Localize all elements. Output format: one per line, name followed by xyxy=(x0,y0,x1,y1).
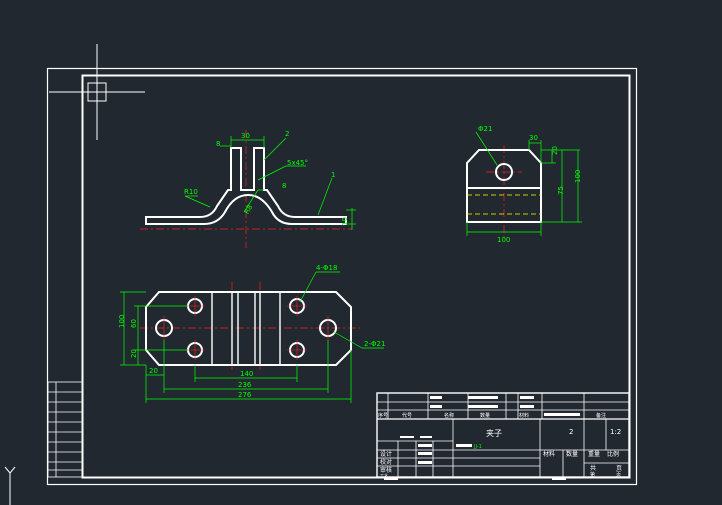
front-top-width-dim: 30 xyxy=(241,132,250,140)
label-seq: 序号 xyxy=(378,412,388,419)
front-view: 30 8 2 5x45° 8 R10 R8 1 10 xyxy=(140,130,356,248)
label-sheet-unit: 页 xyxy=(616,465,622,472)
plan-height-total-dim: 100 xyxy=(118,315,126,328)
label-sheet: 共 xyxy=(590,464,596,472)
label-note: 备注 xyxy=(596,412,606,419)
plan-span-236-dim: 236 xyxy=(238,381,252,389)
label-scale: 比例 xyxy=(607,450,619,458)
side-hole-dim: Φ21 xyxy=(478,125,492,133)
label-qty: 数量 xyxy=(566,450,578,458)
drawing-number: JJ-1 xyxy=(473,444,482,450)
side-top-offset-dim: 30 xyxy=(529,134,538,142)
part-quantity: 2 xyxy=(569,428,573,436)
front-balloon-2: 2 xyxy=(285,130,289,138)
plan-height-inner-dim: 60 xyxy=(130,319,138,328)
side-view: Φ21 30 20 75 100 100 xyxy=(466,125,582,244)
plan-span-276-dim: 276 xyxy=(238,391,252,399)
label-material: 材料 xyxy=(543,450,555,458)
label-page: 第 xyxy=(590,471,595,478)
plan-span-140-dim: 140 xyxy=(240,370,253,378)
plan-hole-callout-2: 2-Φ21 xyxy=(364,340,385,348)
plan-offset-left-dim: 20 xyxy=(149,367,158,375)
title-block: 夹子 2 1:2 JJ-1 设计 校对 审核 工艺 材料 数量 重量 比例 共 … xyxy=(376,392,630,480)
front-thickness-dim: 10 xyxy=(341,217,349,226)
label-process: 工艺 xyxy=(380,473,388,478)
side-width-dim: 100 xyxy=(497,236,510,244)
front-radius-arc-dim: R8 xyxy=(243,204,255,216)
plan-view: 4-Φ18 2-Φ21 100 60 20 20 140 236 276 xyxy=(118,264,385,403)
side-height-total-dim: 100 xyxy=(574,170,582,183)
part-scale: 1:2 xyxy=(610,428,621,436)
label-count: 数量 xyxy=(480,412,490,419)
side-chamfer-dim: 20 xyxy=(551,146,559,155)
label-design: 设计 xyxy=(380,450,392,458)
label-check: 校对 xyxy=(380,458,392,466)
part-title: 夹子 xyxy=(486,428,502,438)
label-code: 代号 xyxy=(402,412,412,419)
label-review: 审核 xyxy=(380,466,392,474)
crosshair-cursor-icon xyxy=(49,44,145,140)
front-balloon-8: 8 xyxy=(282,182,286,190)
binding-strip xyxy=(47,381,83,478)
plan-hole-callout: 4-Φ18 xyxy=(316,264,337,272)
label-page-unit: 页 xyxy=(616,472,621,478)
label-name: 名称 xyxy=(444,412,454,419)
side-height-mid-dim: 75 xyxy=(557,186,565,195)
side-hole xyxy=(495,163,513,181)
inner-frame xyxy=(81,74,631,479)
front-balloon-1: 1 xyxy=(331,171,335,179)
front-left-gap-dim: 8 xyxy=(216,140,220,148)
front-chamfer-dim: 5x45° xyxy=(287,159,308,167)
front-radius-small-dim: R10 xyxy=(184,188,198,196)
ucs-icon xyxy=(4,466,16,505)
outer-frame xyxy=(46,67,638,486)
label-weight: 重量 xyxy=(588,450,600,458)
label-mat: 材料 xyxy=(519,412,529,419)
plan-offset-bottom-dim: 20 xyxy=(130,349,138,358)
